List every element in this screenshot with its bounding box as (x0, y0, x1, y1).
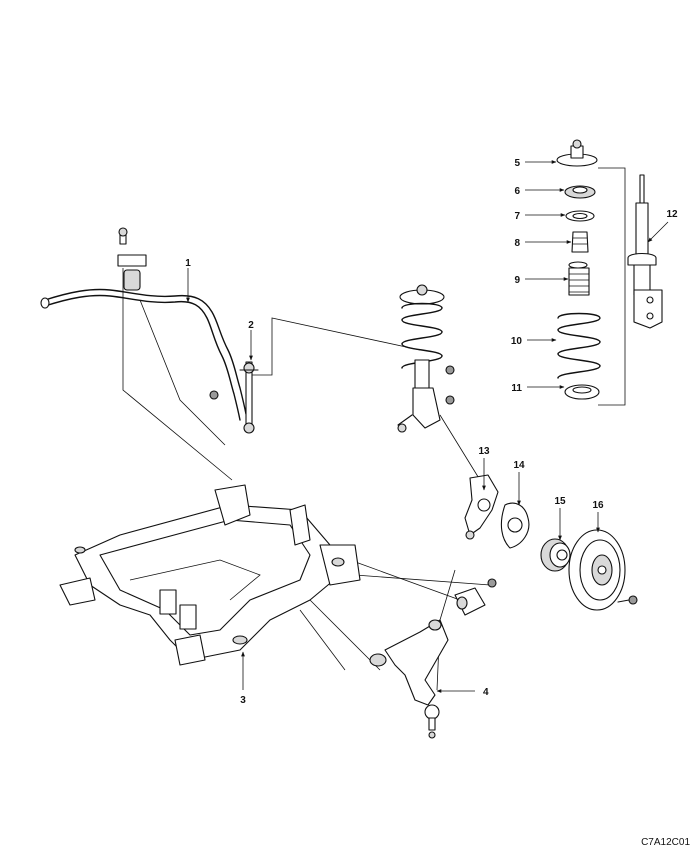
dust-boot (568, 261, 590, 296)
stabilizer-link (209, 361, 259, 434)
callout-14: 14 (513, 460, 525, 471)
callout-12: 12 (666, 209, 678, 220)
figure-code: C7A12C01 (641, 837, 690, 848)
strut-mount (556, 139, 598, 167)
wheel-hub (540, 538, 571, 572)
bumper (571, 231, 589, 253)
shock-absorber (627, 174, 663, 329)
callout-13: 13 (478, 446, 490, 457)
callout-4: 4 (483, 687, 489, 698)
lower-seat (564, 384, 600, 400)
coil-spring (557, 312, 601, 379)
steering-knuckle (464, 474, 499, 540)
callout-labels: 1 2 3 4 5 6 7 8 9 10 11 12 13 14 15 16 (185, 158, 678, 706)
callout-6: 6 (514, 186, 520, 197)
callout-7: 7 (514, 211, 520, 222)
callout-1: 1 (185, 258, 191, 269)
callout-9: 9 (514, 275, 520, 286)
stabilizer-bushing (117, 227, 147, 291)
callout-3: 3 (240, 695, 246, 706)
lower-control-arm (369, 619, 449, 739)
callout-leaders (186, 160, 669, 693)
callout-15: 15 (554, 496, 566, 507)
upper-seat (565, 210, 595, 222)
callout-8: 8 (514, 238, 520, 249)
callout-16: 16 (592, 500, 604, 511)
strut-assembly (397, 284, 455, 433)
bearing (564, 185, 596, 199)
stabilizer-bar (40, 288, 247, 421)
subframe (59, 484, 361, 666)
callout-2: 2 (248, 320, 254, 331)
splash-shield (500, 502, 530, 549)
rear-arm-bushing (454, 578, 497, 616)
callout-10: 10 (511, 336, 523, 347)
callout-5: 5 (514, 158, 520, 169)
callout-11: 11 (511, 383, 522, 394)
brake-disc (568, 529, 638, 611)
